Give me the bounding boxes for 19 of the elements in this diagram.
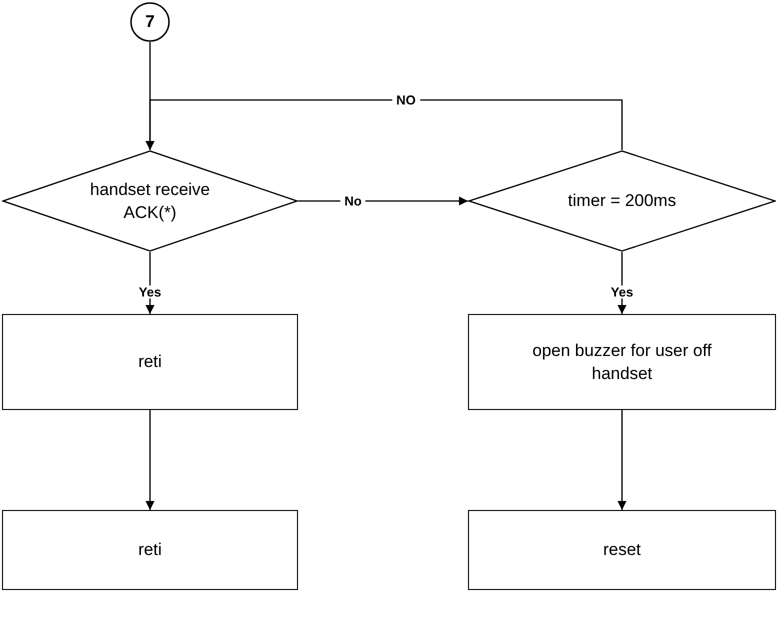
node-text: handset receive ACK(*) <box>88 178 212 224</box>
node-text: reset <box>603 539 641 562</box>
arrow <box>146 410 154 510</box>
edge-label: No <box>340 194 366 208</box>
decision-diamond <box>468 150 776 252</box>
process-box <box>468 314 776 410</box>
node-text: open buzzer for user off handset <box>531 340 713 385</box>
process-box <box>2 314 298 410</box>
process-box <box>468 510 776 590</box>
decision-diamond <box>2 150 298 252</box>
node-text: 7 <box>145 11 155 34</box>
node-text: reti <box>138 351 162 374</box>
node-text: reti <box>138 539 162 562</box>
edge-label: NO <box>392 94 420 106</box>
arrow <box>618 410 626 510</box>
arrow <box>146 99 623 150</box>
connector-circle <box>130 2 170 42</box>
process-box <box>2 510 298 590</box>
node-text: timer = 200ms <box>568 190 676 212</box>
